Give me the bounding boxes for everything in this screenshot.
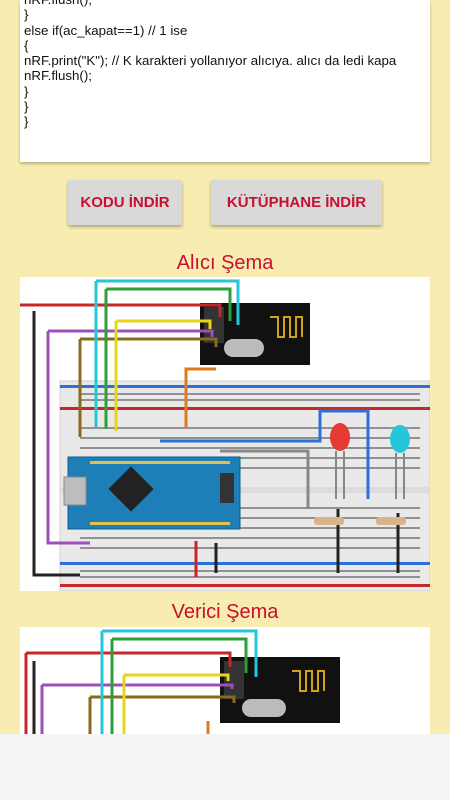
bottom-bar [0, 734, 450, 800]
receiver-schema-title: Alıcı Şema [176, 252, 274, 274]
code-text: nRF.flush(); } else if(ac_kapat==1) // 1… [24, 0, 397, 130]
download-code-button[interactable]: KODU İNDİR [68, 180, 182, 225]
receiver-schema-image [20, 277, 430, 591]
transmitter-schema-image [20, 627, 430, 737]
download-library-button[interactable]: KÜTÜPHANE İNDİR [211, 180, 382, 225]
code-block: nRF.flush(); } else if(ac_kapat==1) // 1… [20, 0, 430, 162]
transmitter-schema-title: Verici Şema [171, 601, 279, 623]
